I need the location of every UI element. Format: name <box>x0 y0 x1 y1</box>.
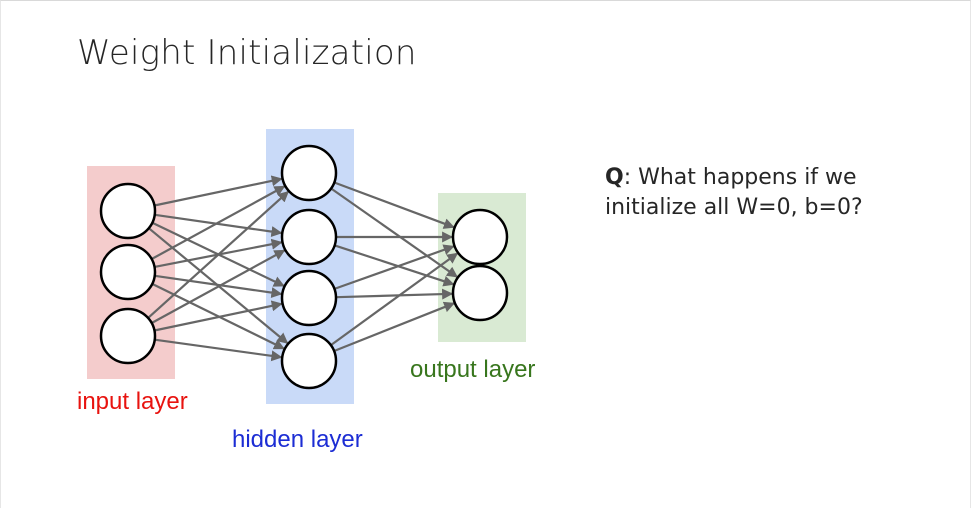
edge-input3-to-hidden3 <box>154 300 283 332</box>
input-neuron-1 <box>99 182 157 240</box>
edge-hidden2-to-output2 <box>334 244 455 287</box>
edge-hidden3-to-output2 <box>335 288 454 300</box>
input-layer-label: input layer <box>77 388 188 415</box>
input-neuron-3 <box>99 307 157 365</box>
connections <box>147 175 459 362</box>
edge-hidden3-to-output1 <box>334 244 455 290</box>
question-label: Q <box>605 165 624 190</box>
hidden-neuron-4 <box>280 332 338 390</box>
question-text: Q: What happens if we initialize all W=0… <box>605 163 945 223</box>
edge-input2-to-hidden1 <box>151 185 286 260</box>
input-neuron-2 <box>99 243 157 301</box>
output-neuron-2 <box>451 264 509 322</box>
edge-hidden4-to-output2 <box>333 301 456 353</box>
output-neuron-1 <box>451 208 509 266</box>
question-body: : What happens if we initialize all W=0,… <box>605 165 863 220</box>
slide-title: Weight Initialization <box>77 33 417 73</box>
edge-hidden4-to-output1 <box>330 252 459 346</box>
edge-hidden1-to-output2 <box>330 187 459 278</box>
edge-input3-to-hidden2 <box>151 249 286 324</box>
hidden-neuron-1 <box>280 144 338 202</box>
hidden-neuron-3 <box>280 269 338 327</box>
output-layer-label: output layer <box>410 356 535 383</box>
hidden-neuron-2 <box>280 208 338 266</box>
hidden-layer-label: hidden layer <box>232 426 363 453</box>
edge-input3-to-hidden4 <box>154 338 283 362</box>
edge-input2-to-hidden3 <box>154 274 283 299</box>
edge-hidden1-to-output1 <box>333 181 455 229</box>
edge-input3-to-hidden1 <box>147 190 290 319</box>
neurons <box>99 144 509 390</box>
edge-input1-to-hidden1 <box>154 175 283 207</box>
